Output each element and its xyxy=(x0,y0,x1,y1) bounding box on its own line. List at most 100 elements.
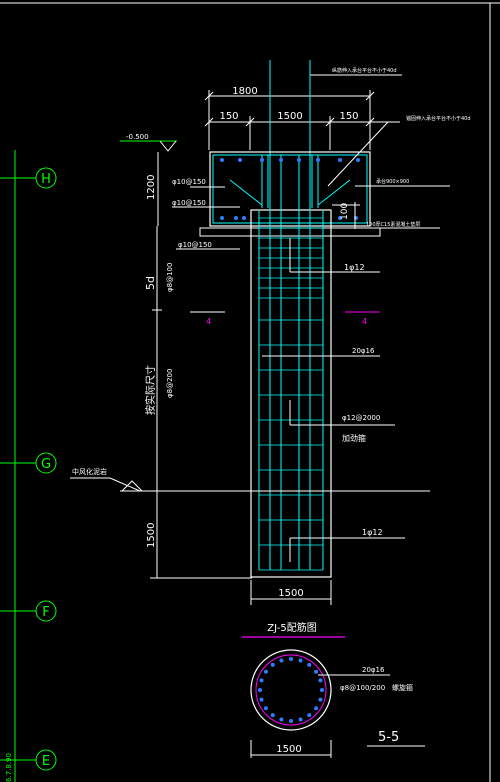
cap-outline xyxy=(209,151,371,227)
section-bar-dot xyxy=(307,662,312,667)
elevation-triangle xyxy=(159,140,177,152)
section-bar-dots xyxy=(258,657,324,723)
section-mark-right: 4 xyxy=(362,317,367,326)
section-spiral-label: φ8@100/200 xyxy=(340,684,385,692)
section-bar-dot xyxy=(263,706,268,711)
section-bar-dot xyxy=(270,713,275,718)
main-bars: 20φ16 xyxy=(352,347,375,355)
section-bar-dot xyxy=(298,658,303,663)
grid-label-g: G xyxy=(41,457,51,472)
pile-cap xyxy=(199,151,381,237)
section-bar-dot xyxy=(320,688,324,692)
stirrup-sparse: φ8@200 xyxy=(166,369,174,398)
cap-bar-dot xyxy=(356,158,360,162)
dim-bottom-len: 1500 xyxy=(146,523,157,548)
weathered: 中风化泥岩 xyxy=(72,467,107,476)
dim-section-dia: 1500 xyxy=(276,744,301,755)
cap-bar-dot xyxy=(220,158,224,162)
cap-anchor-note: 锚固伸入承台平台不小于40d xyxy=(406,115,471,122)
tick xyxy=(204,117,214,127)
section-bar-dot xyxy=(298,717,303,722)
stiffener-note: 加劲箍 xyxy=(342,433,366,443)
pile-shaft xyxy=(250,205,332,578)
cap-bar-dot xyxy=(297,158,301,162)
section-mark-left: 4 xyxy=(206,317,211,326)
grid-axis-system: H G F E 6.7.8.90 xyxy=(0,150,57,782)
cap-bar-dot xyxy=(242,216,246,220)
cap-bar-dot xyxy=(234,216,238,220)
dim-right-edge: 150 xyxy=(339,111,358,122)
section-bar-dot xyxy=(307,713,312,718)
cap-size: 承台900×900 xyxy=(376,178,409,185)
cap-bar-dot xyxy=(238,158,242,162)
left-edge-label: 6.7.8.90 xyxy=(5,753,13,782)
grid-bubble-h xyxy=(35,167,57,189)
tick xyxy=(365,91,375,101)
section-bar-dot xyxy=(259,697,264,702)
section-bar-dot xyxy=(263,669,268,674)
dim-cap-width: 1800 xyxy=(232,86,257,97)
cap-dots xyxy=(220,158,360,220)
cap-bar-dot xyxy=(338,158,342,162)
grid-bubble-f xyxy=(35,600,57,622)
cushion-note: 100厚C15素混凝土垫层 xyxy=(366,221,420,228)
grid-label-f: F xyxy=(42,605,49,620)
rebar-cap-1: φ10@150 xyxy=(172,178,206,186)
section-bar-dot xyxy=(314,669,319,674)
stiffener: φ12@2000 xyxy=(342,414,380,422)
top-note: 纵筋伸入承台平台不小于40d xyxy=(332,67,397,74)
section-bar-dot xyxy=(279,717,284,722)
section-bar-dot xyxy=(270,662,275,667)
section-bar-dot xyxy=(318,697,323,702)
dim-embed: 100 xyxy=(340,203,350,220)
tick xyxy=(325,117,335,127)
section-spiral xyxy=(255,654,327,726)
cap-bent-bar xyxy=(317,179,351,206)
rock-triangle xyxy=(121,480,143,492)
section-bar-dot xyxy=(289,719,293,723)
tick xyxy=(204,91,214,101)
section-bar-dot xyxy=(258,688,262,692)
anchor-note-leader xyxy=(327,121,389,187)
section-bar-dot xyxy=(318,678,323,683)
section-bar-dot xyxy=(314,706,319,711)
dim-cap-height: 1200 xyxy=(146,175,157,200)
grid-bubble-g xyxy=(35,452,57,474)
section-bar-dot xyxy=(289,657,293,661)
cap-bar-dot xyxy=(220,216,224,220)
elevation-value: -0.500 xyxy=(126,133,149,141)
section-outline xyxy=(250,649,332,731)
cap-bar-dot xyxy=(316,158,320,162)
top-dimensions xyxy=(204,90,375,150)
dim-pile-width: 1500 xyxy=(277,111,302,122)
dim-left-edge: 150 xyxy=(219,111,238,122)
grid-label-h: H xyxy=(41,172,51,187)
grid-bubble-e xyxy=(35,749,57,771)
pile-stirrups xyxy=(259,217,323,571)
rebar-cap-3: φ10@150 xyxy=(178,241,212,249)
tick xyxy=(245,117,255,127)
section-bar-dot xyxy=(259,678,264,683)
cap-rebar-cage xyxy=(212,154,368,224)
elevation-mark xyxy=(120,140,177,152)
one-phi12-bottom: 1φ12 xyxy=(362,528,383,537)
rebar-cap-2: φ10@150 xyxy=(172,199,206,207)
stirrup-dense: φ8@100 xyxy=(166,263,174,292)
cap-bent-bar xyxy=(229,179,263,206)
drawing-title: ZJ-5配筋图 xyxy=(267,621,316,634)
cap-bar-dot xyxy=(260,158,264,162)
cap-bar-dot xyxy=(338,216,342,220)
dim-five-d: 5d xyxy=(144,276,157,290)
section-bar-dot xyxy=(279,658,284,663)
section-label: 5-5 xyxy=(378,730,399,745)
cap-bar-dot xyxy=(279,158,283,162)
one-phi12-top: 1φ12 xyxy=(344,263,365,272)
length-note: 按实际尺寸 xyxy=(144,365,157,415)
section-spiral-note: 螺旋箍 xyxy=(392,683,413,692)
section-bars: 20φ16 xyxy=(362,666,385,674)
section-5-5 xyxy=(250,649,332,731)
grid-label-e: E xyxy=(42,754,50,769)
weathered-leader xyxy=(109,477,141,492)
dim-pile-dia: 1500 xyxy=(278,588,303,599)
